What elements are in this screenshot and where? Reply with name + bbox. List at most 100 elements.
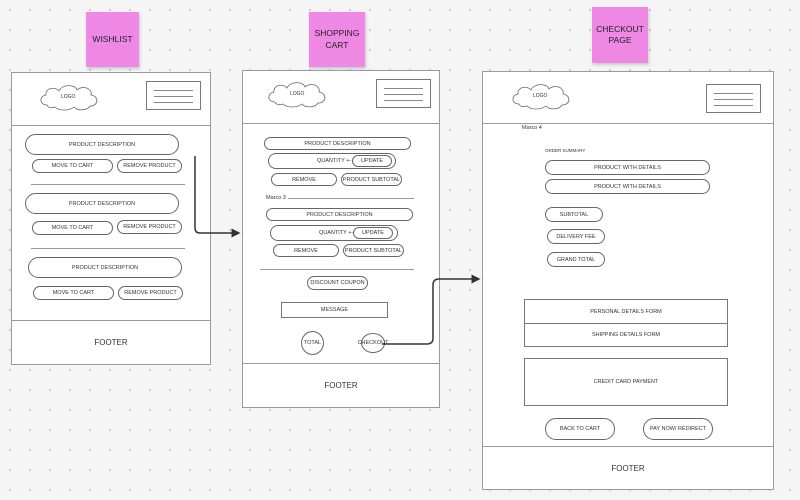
cart-section-divider [260, 269, 414, 270]
wishlist-remove-product-button-1[interactable]: REMOVE PRODUCT [117, 159, 182, 173]
menu-line [154, 96, 193, 97]
cart-message-field[interactable]: MESSAGE [281, 302, 388, 318]
cart-product-description-label: PRODUCT DESCRIPTION [304, 140, 371, 147]
cart-checkout-button[interactable]: CHECKOUT [358, 333, 388, 353]
menu-line [384, 100, 423, 101]
wishlist-logo-text: LOGO [61, 94, 76, 100]
sticky-cart-line1: SHOPPING [314, 28, 360, 39]
cart-update-button-1[interactable]: UPDATE [352, 155, 392, 167]
remove-product-label: REMOVE PRODUCT [123, 163, 176, 169]
sticky-checkout-line2: PAGE [608, 35, 632, 45]
wishlist-product-description-3: PRODUCT DESCRIPTION [28, 257, 182, 278]
checkout-delivery-label: DELIVERY FEE [556, 233, 596, 240]
cart-message-label: MESSAGE [320, 307, 349, 313]
cart-logo-cloud [268, 82, 326, 108]
cart-remove-button-1[interactable]: REMOVE [271, 173, 337, 186]
cart-discount-coupon-label: DISCOUNT COUPON [310, 280, 365, 286]
checkout-product-1: PRODUCT WITH DETAILS [545, 160, 710, 175]
checkout-footer: FOOTER [482, 446, 774, 490]
wishlist-product-description-2: PRODUCT DESCRIPTION [25, 193, 179, 214]
sticky-checkout-page: CHECKOUT PAGE [592, 7, 648, 63]
menu-line [154, 102, 193, 103]
sticky-checkout-line1: CHECKOUT [596, 23, 644, 34]
cart-logo-text: LOGO [290, 91, 305, 97]
checkout-back-label: BACK TO CART [559, 426, 601, 432]
cart-total-display: TOTAL [301, 331, 324, 355]
wishlist-header-divider [11, 125, 211, 126]
checkout-personal-form-label: PERSONAL DETAILS FORM [590, 308, 662, 315]
wishlist-to-cart-arrow [194, 156, 241, 238]
menu-line [714, 105, 753, 106]
cart-update-button-2[interactable]: UPDATE [353, 227, 393, 239]
remove-product-label: REMOVE PRODUCT [123, 224, 176, 230]
cart-remove-label: REMOVE [292, 176, 316, 183]
sticky-cart-line2: CART [325, 39, 349, 50]
cart-footer: FOOTER [242, 363, 440, 408]
cart-remove-label: REMOVE [294, 247, 318, 254]
move-to-cart-label: MOVE TO CART [52, 290, 95, 296]
wishlist-menu-box[interactable] [146, 81, 201, 110]
checkout-grand-total-label: GRAND TOTAL [556, 256, 596, 263]
cart-total-label: TOTAL [303, 340, 322, 346]
wishlist-item-divider [31, 248, 185, 249]
wishlist-item-divider [31, 184, 185, 185]
checkout-product-2: PRODUCT WITH DETAILS [545, 179, 710, 194]
checkout-grand-total: GRAND TOTAL [547, 252, 605, 267]
checkout-logo-text: LOGO [533, 93, 548, 99]
wishlist-move-to-cart-button-2[interactable]: MOVE TO CART [32, 221, 113, 235]
wishlist-remove-product-button-3[interactable]: REMOVE PRODUCT [118, 286, 183, 300]
checkout-frame [482, 71, 774, 490]
sticky-wishlist: WISHLIST [86, 12, 139, 67]
cart-update-label: UPDATE [362, 230, 384, 236]
cart-quantity-label: QUANTITY +- [319, 230, 354, 236]
checkout-shipping-form-label: SHIPPING DETAILS FORM [591, 332, 661, 338]
menu-line [714, 93, 753, 94]
checkout-header-divider [482, 123, 774, 124]
menu-line [384, 94, 423, 95]
wishlist-product-description-label: PRODUCT DESCRIPTION [68, 141, 136, 148]
cart-product-description-1: PRODUCT DESCRIPTION [264, 137, 411, 150]
cart-annotation-note: Marco 3 [266, 195, 286, 201]
cart-menu-box[interactable] [376, 79, 431, 108]
menu-line [154, 90, 193, 91]
wishlist-remove-product-button-2[interactable]: REMOVE PRODUCT [117, 220, 182, 234]
checkout-footer-label: FOOTER [611, 463, 645, 473]
wishlist-move-to-cart-button-3[interactable]: MOVE TO CART [33, 286, 114, 300]
wishlist-move-to-cart-button-1[interactable]: MOVE TO CART [32, 159, 113, 173]
wishlist-frame [11, 72, 211, 365]
cart-product-description-label: PRODUCT DESCRIPTION [306, 211, 373, 218]
checkout-pay-label: PAY NOW/ REDIRECT [649, 426, 707, 432]
checkout-menu-box[interactable] [706, 84, 761, 113]
checkout-shipping-details-form[interactable]: SHIPPING DETAILS FORM [524, 323, 728, 347]
checkout-back-to-cart-button[interactable]: BACK TO CART [545, 418, 615, 440]
cart-footer-label: FOOTER [324, 381, 358, 390]
checkout-card-payment-label: CREDIT CARD PAYMENT [593, 379, 659, 385]
cart-product-subtotal-label: PRODUCT SUBTOTAL [344, 247, 403, 254]
cart-quantity-label: QUANTITY +- [317, 158, 352, 164]
cart-product-subtotal-1: PRODUCT SUBTOTAL [341, 173, 402, 186]
cart-discount-coupon-button[interactable]: DISCOUNT COUPON [307, 276, 368, 290]
cart-item-divider [288, 198, 414, 199]
wishlist-product-description-label: PRODUCT DESCRIPTION [71, 264, 139, 271]
checkout-to-payment-arrow [382, 274, 481, 345]
menu-line [384, 88, 423, 89]
checkout-delivery-fee: DELIVERY FEE [547, 229, 605, 244]
checkout-annotation-note: Marco 4 [522, 125, 542, 131]
cart-header-divider [242, 123, 440, 124]
checkout-subtotal: SUBTOTAL [545, 207, 603, 222]
menu-line [714, 99, 753, 100]
checkout-product-label: PRODUCT WITH DETAILS [594, 164, 661, 171]
cart-product-description-2: PRODUCT DESCRIPTION [266, 208, 413, 221]
cart-remove-button-2[interactable]: REMOVE [273, 244, 339, 257]
wishlist-logo-cloud [40, 85, 98, 111]
cart-update-label: UPDATE [361, 158, 383, 164]
remove-product-label: REMOVE PRODUCT [124, 290, 177, 296]
cart-product-subtotal-2: PRODUCT SUBTOTAL [343, 244, 404, 257]
cart-checkout-label: CHECKOUT [357, 340, 389, 346]
move-to-cart-label: MOVE TO CART [51, 225, 94, 231]
wishlist-footer: FOOTER [11, 320, 211, 365]
checkout-credit-card-payment[interactable]: CREDIT CARD PAYMENT [524, 358, 728, 406]
checkout-product-label: PRODUCT WITH DETAILS [594, 183, 661, 190]
checkout-pay-now-button[interactable]: PAY NOW/ REDIRECT [643, 418, 713, 440]
